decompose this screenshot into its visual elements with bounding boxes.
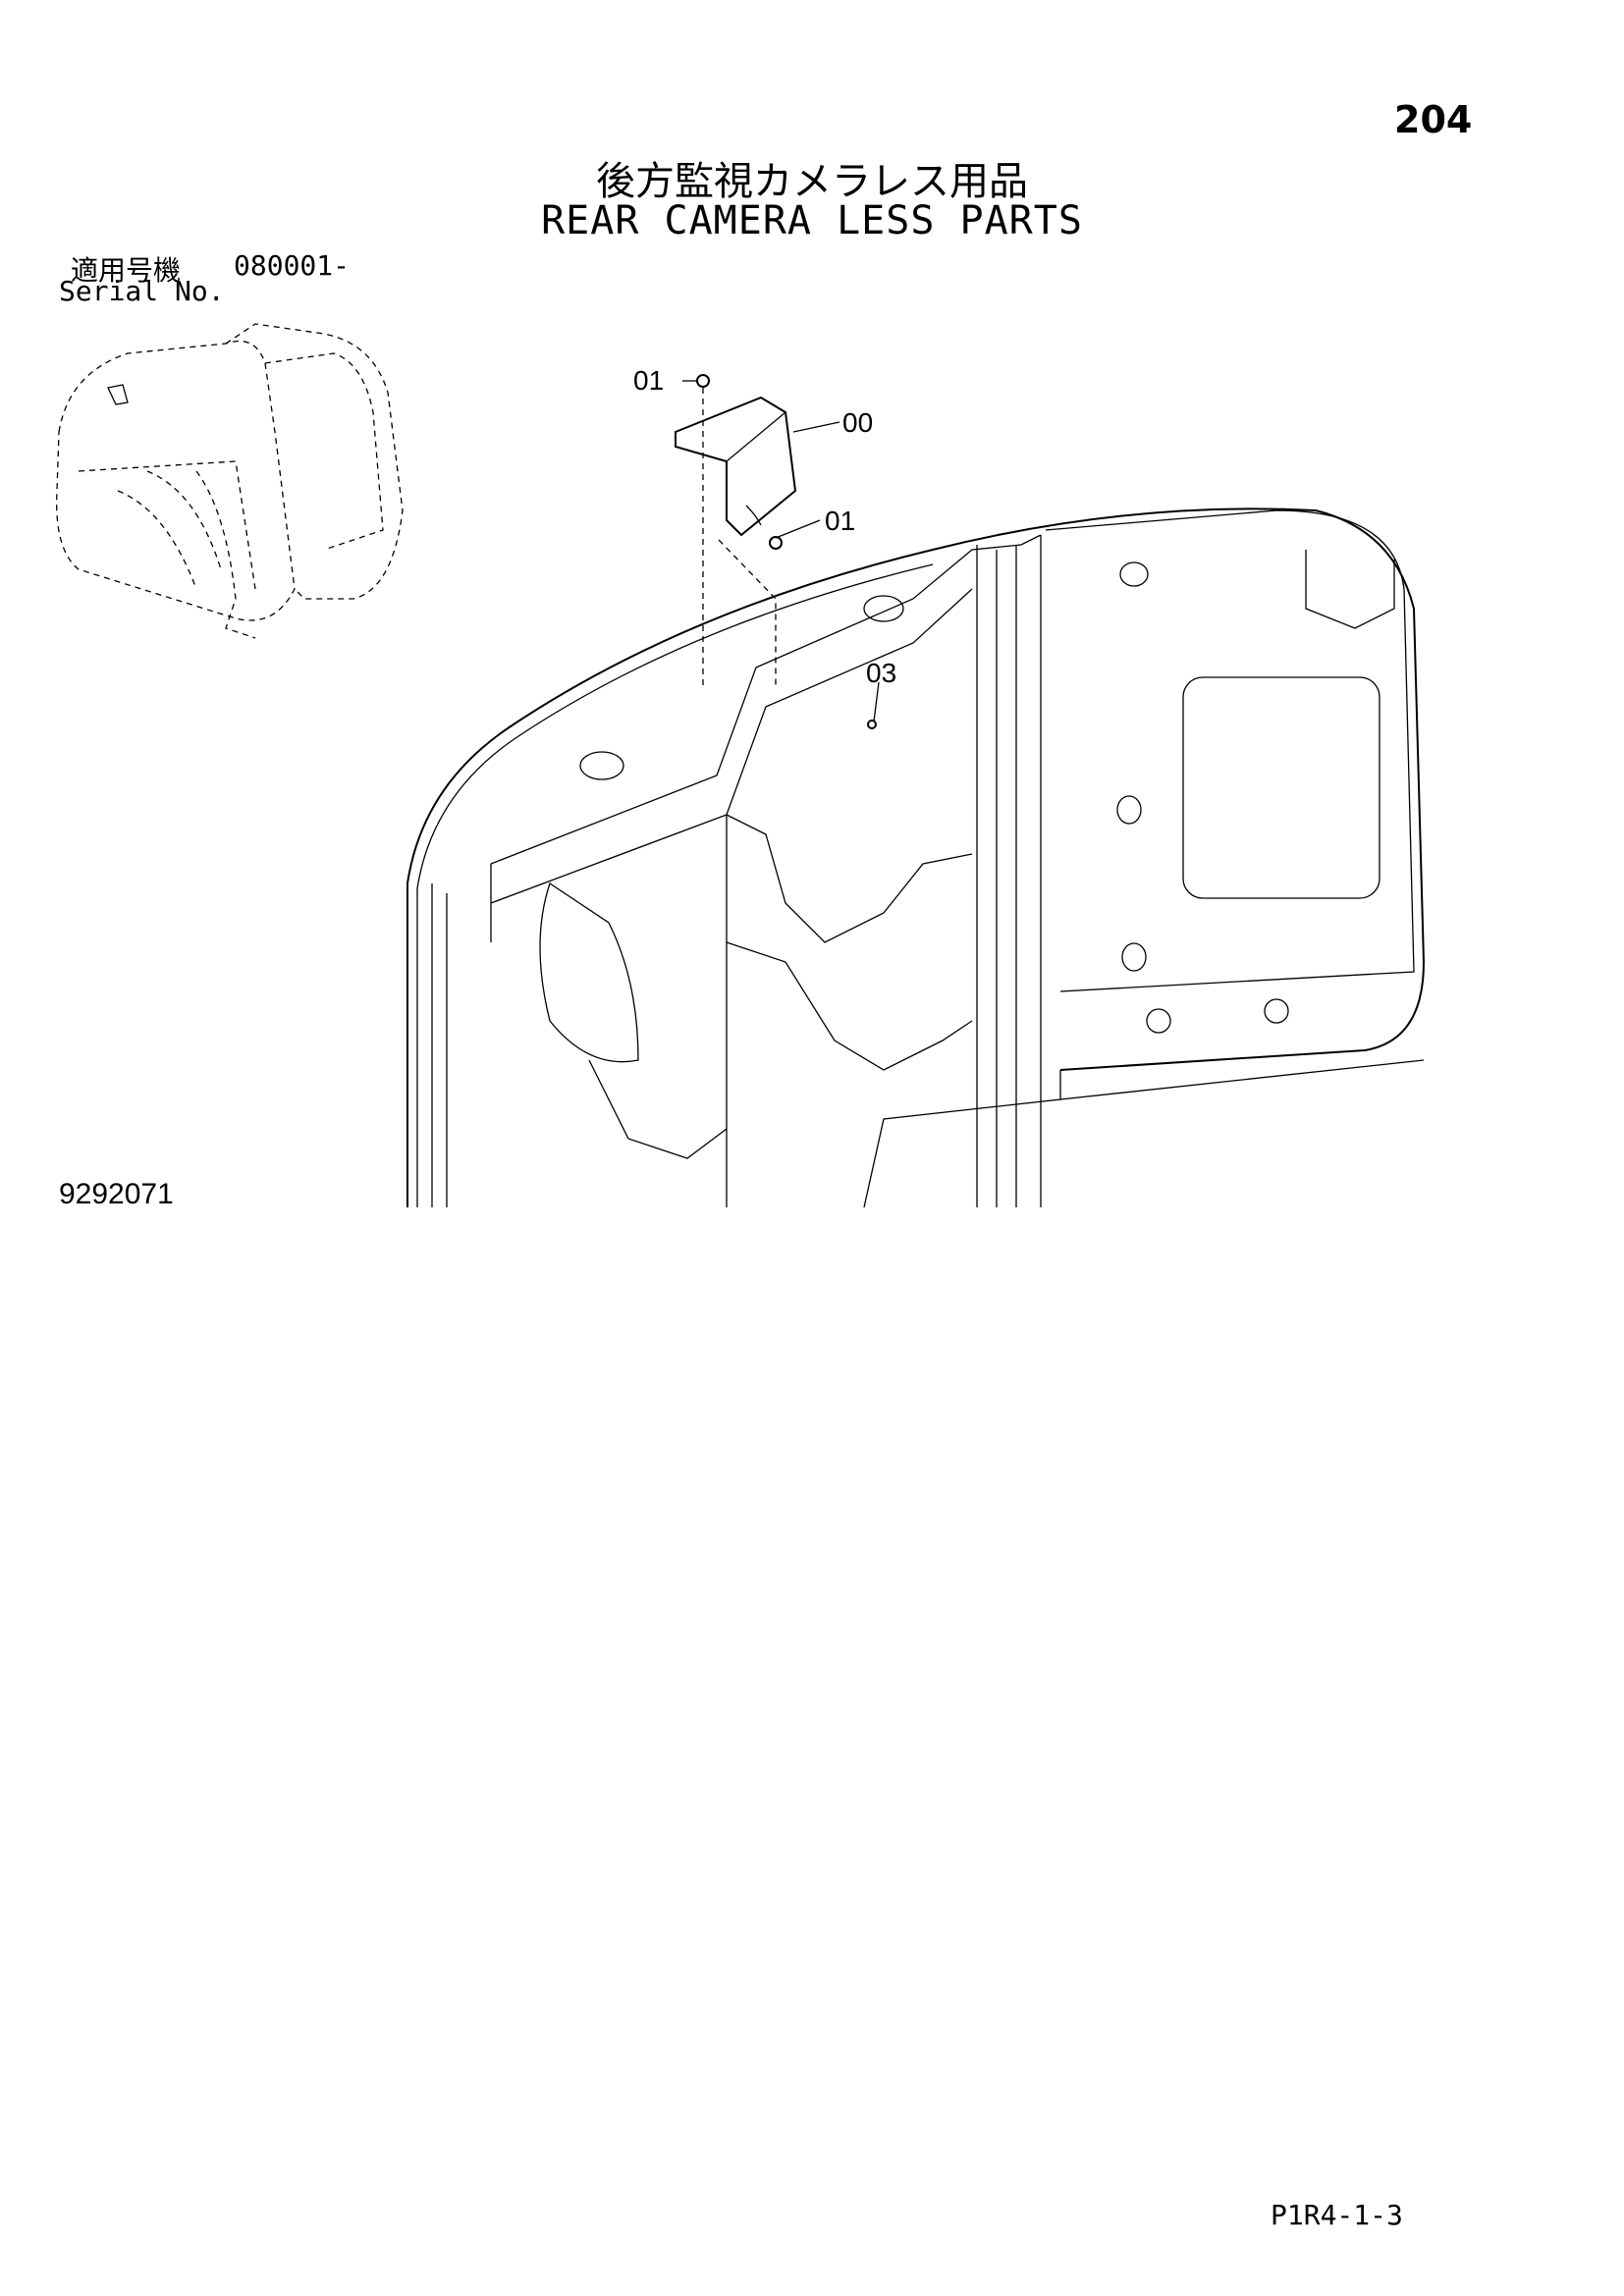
serial-label-english: Serial No. bbox=[59, 275, 225, 307]
callout-00: 00 bbox=[842, 407, 874, 438]
page-title-japanese: 後方監視カメラレス用品 bbox=[596, 159, 1028, 204]
footer-code: P1R4-1-3 bbox=[1271, 2199, 1403, 2231]
page-title-english: REAR CAMERA LESS PARTS bbox=[541, 198, 1083, 243]
callout-03: 03 bbox=[866, 658, 897, 688]
callout-01-top: 01 bbox=[633, 365, 665, 396]
counterweight-body bbox=[406, 507, 1426, 1208]
figure-number: 9292071 bbox=[59, 1178, 174, 1210]
callout-01-bottom: 01 bbox=[825, 506, 856, 536]
bracket-part-00 bbox=[675, 396, 797, 537]
machine-thumbnail bbox=[56, 323, 404, 639]
page-number: 204 bbox=[1394, 98, 1473, 141]
serial-value: 080001- bbox=[234, 249, 351, 282]
leader-lines bbox=[682, 380, 880, 722]
bolt-icon bbox=[696, 374, 877, 729]
serial-label-japanese: 適用号機 bbox=[71, 254, 182, 287]
